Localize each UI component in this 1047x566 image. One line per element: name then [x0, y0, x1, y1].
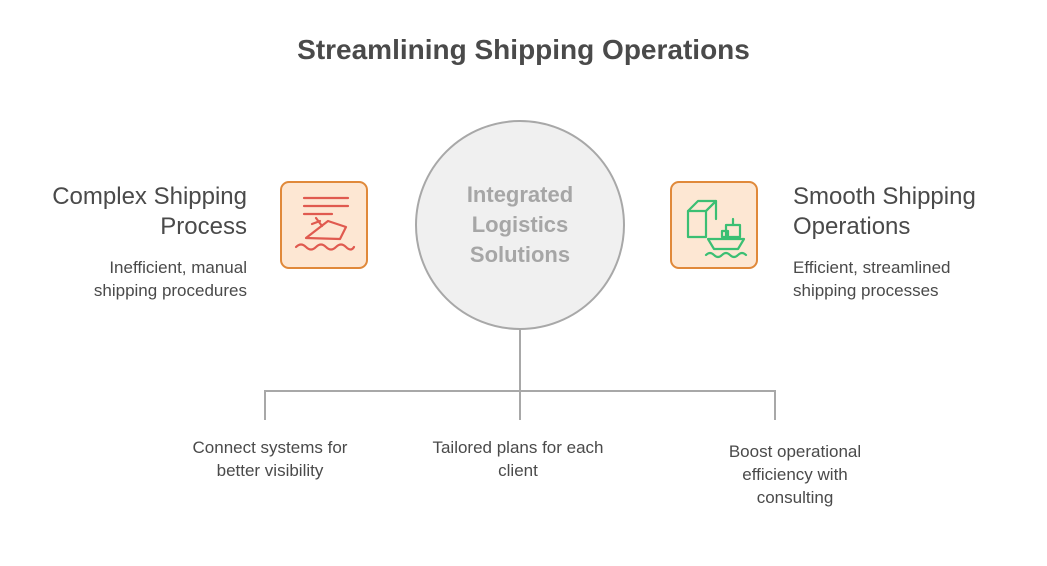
center-label-line: Solutions — [469, 242, 571, 267]
right-heading-line: Smooth Shipping — [793, 183, 976, 210]
branch-label-line: consulting — [756, 488, 834, 507]
sinking-ship-icon — [294, 196, 356, 251]
left-heading: Complex Shipping Process — [0, 182, 247, 242]
left-description: Inefficient, manual shipping procedures — [0, 256, 247, 302]
center-label-line: Logistics — [471, 212, 569, 237]
center-label-line: Integrated — [466, 182, 574, 207]
right-description: Efficient, streamlined shipping processe… — [793, 256, 1033, 302]
left-description-line: shipping procedures — [93, 281, 247, 300]
right-icon-box — [670, 181, 758, 269]
page-title: Streamlining Shipping Operations — [297, 34, 750, 65]
cargo-ship-icon — [686, 199, 748, 259]
branch-label-efficiency: Boost operational efficiency with consul… — [685, 440, 905, 509]
left-icon-box — [280, 181, 368, 269]
branch-label-line: better visibility — [216, 461, 324, 480]
branch-label-line: client — [498, 461, 538, 480]
left-heading-line: Process — [160, 213, 247, 240]
left-description-line: Inefficient, manual — [109, 258, 247, 277]
right-description-line: Efficient, streamlined — [793, 258, 951, 277]
branch-label-line: Tailored plans for each — [432, 438, 604, 457]
right-description-line: shipping processes — [793, 281, 939, 300]
branch-label-line: efficiency with — [742, 465, 848, 484]
branch-label-line: Boost operational — [728, 442, 862, 461]
center-circle: Integrated Logistics Solutions — [415, 120, 625, 330]
branch-label-tailored: Tailored plans for each client — [408, 436, 628, 482]
center-label: Integrated Logistics Solutions — [440, 180, 600, 270]
left-heading-line: Complex Shipping — [52, 183, 247, 210]
branch-label-line: Connect systems for — [192, 438, 348, 457]
right-heading-line: Operations — [793, 213, 911, 240]
branch-label-visibility: Connect systems for better visibility — [160, 436, 380, 482]
right-heading: Smooth Shipping Operations — [793, 182, 1033, 242]
